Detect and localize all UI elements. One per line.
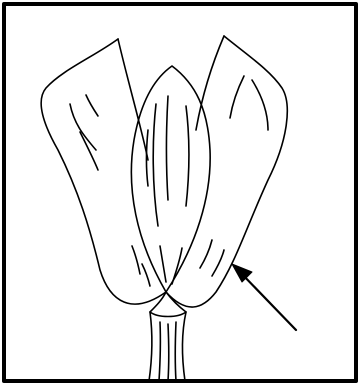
figure-border	[4, 4, 356, 381]
